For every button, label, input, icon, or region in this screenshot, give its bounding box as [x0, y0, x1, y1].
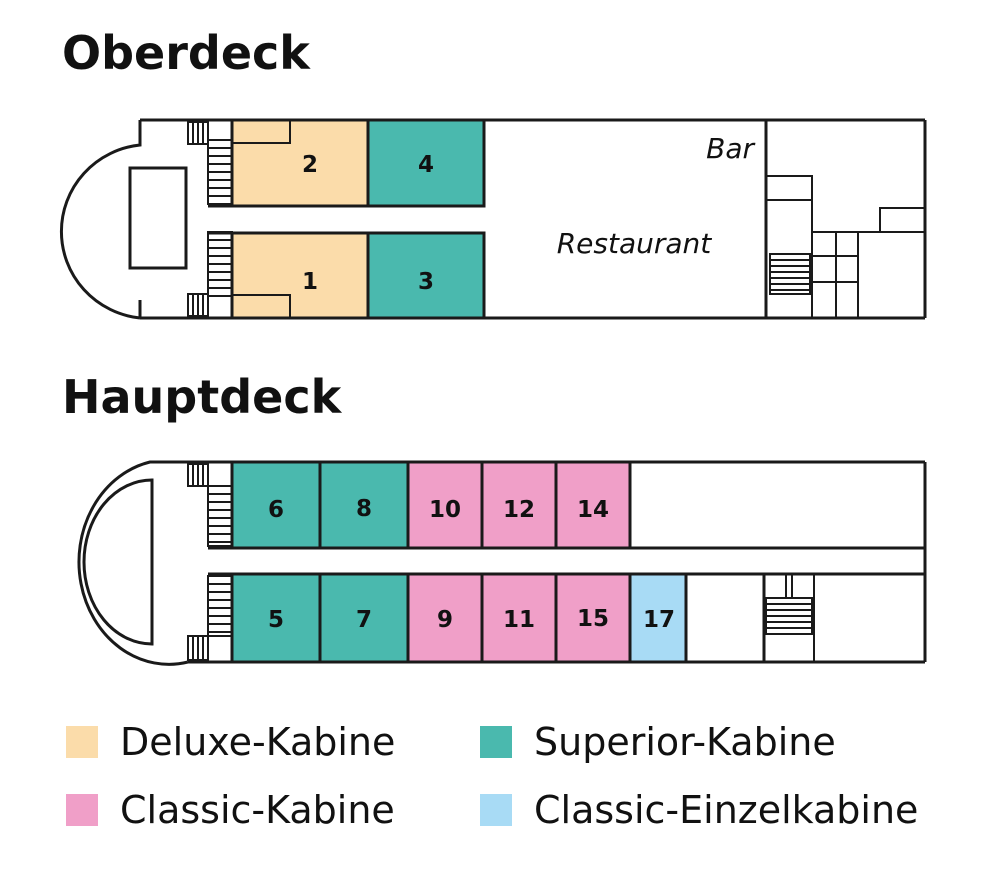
cabin-number-3: 3 — [418, 269, 434, 295]
legend-superior: Superior-Kabine — [480, 718, 836, 766]
main-service-room — [684, 572, 766, 664]
upper-stairs-top — [187, 121, 233, 205]
legend-single-label: Classic-Einzelkabine — [534, 788, 919, 832]
upper-stairs-bottom — [187, 231, 233, 317]
cabin-number-17: 17 — [643, 607, 675, 633]
cabin-number-10: 10 — [429, 497, 461, 523]
cabin-number-2: 2 — [302, 152, 318, 178]
legend-superior-label: Superior-Kabine — [534, 720, 836, 764]
cabin-number-15: 15 — [577, 606, 609, 632]
cabin-1 — [230, 231, 370, 320]
cabin-4 — [366, 118, 486, 208]
upper-deck-title: Oberdeck — [62, 26, 310, 80]
legend-single: Classic-Einzelkabine — [480, 786, 918, 834]
main-stairs-bottom — [187, 575, 233, 661]
cabin-number-14: 14 — [577, 497, 609, 523]
restaurant-label: Restaurant — [557, 227, 713, 260]
cabin-number-4: 4 — [418, 152, 434, 178]
cabin-number-6: 6 — [268, 497, 284, 523]
legend-deluxe-swatch — [66, 726, 98, 758]
cabin-9 — [406, 572, 484, 664]
cabin-2 — [230, 118, 370, 208]
main-deck-plan — [77, 460, 927, 666]
cabin-number-11: 11 — [503, 607, 535, 633]
main-stairs-top — [187, 463, 233, 547]
legend-superior-swatch — [480, 726, 512, 758]
cabin-number-8: 8 — [356, 496, 372, 522]
bar-label: Bar — [706, 132, 755, 165]
cabin-11 — [480, 572, 558, 664]
legend-deluxe-label: Deluxe-Kabine — [120, 720, 396, 764]
cabin-number-9: 9 — [437, 607, 453, 633]
cabin-3 — [366, 231, 486, 320]
cabin-number-5: 5 — [268, 607, 284, 633]
upper-bow-table — [128, 166, 188, 270]
main-deck-title: Hauptdeck — [62, 370, 342, 424]
cabin-12 — [480, 460, 558, 550]
cabin-15 — [554, 572, 632, 664]
legend-classic: Classic-Kabine — [66, 786, 395, 834]
legend-classic-label: Classic-Kabine — [120, 788, 395, 832]
upper-deck-plan — [60, 118, 927, 320]
legend-deluxe: Deluxe-Kabine — [66, 718, 395, 766]
legend-classic-swatch — [66, 794, 98, 826]
cabin-5 — [230, 572, 322, 664]
main-stairs-stern — [763, 574, 815, 662]
cabin-number-7: 7 — [356, 607, 372, 633]
cabin-number-12: 12 — [503, 497, 535, 523]
legend-single-swatch — [480, 794, 512, 826]
cabin-6 — [230, 460, 322, 550]
cabin-10 — [406, 460, 484, 550]
cabin-7 — [318, 572, 410, 664]
cabin-8 — [318, 460, 410, 550]
cabin-14 — [554, 460, 632, 550]
cabin-number-1: 1 — [302, 269, 318, 295]
